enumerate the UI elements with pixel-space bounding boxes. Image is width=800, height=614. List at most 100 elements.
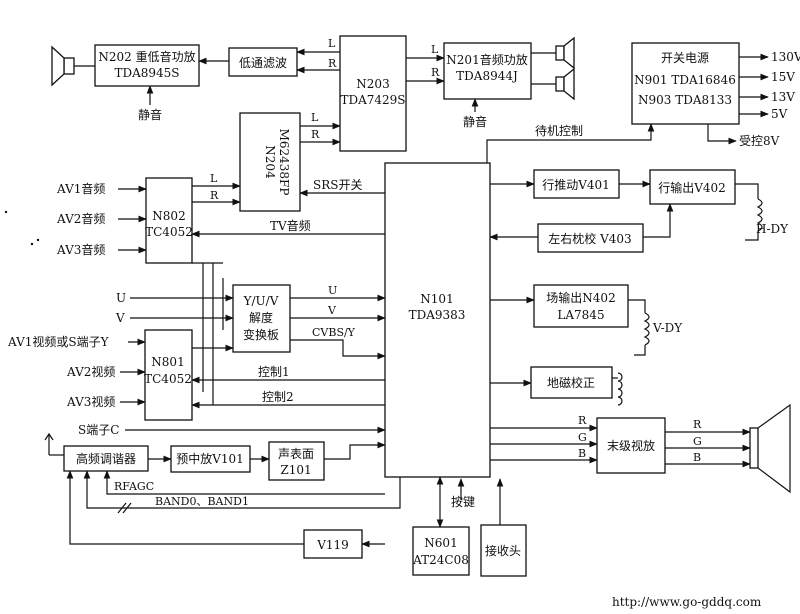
out-r-label: R (693, 418, 702, 431)
label-l1: L (328, 37, 336, 50)
label-r1: R (328, 57, 337, 70)
video-output-block: 末级视放 (596, 417, 666, 474)
av1-video-label: AV1视频或S端子Y (7, 334, 110, 349)
crt-icon (749, 403, 791, 494)
srs-switch-label: SRS开关 (313, 178, 362, 192)
pincushion-block: 左右枕校 V403 (537, 223, 644, 253)
h-drive-block: 行推动V401 (533, 169, 620, 199)
mute-label-1: 静音 (138, 107, 162, 122)
v-output-chip: LA7845 (557, 308, 604, 322)
n203-name: N203 (356, 77, 389, 91)
right-speaker-icon (555, 67, 575, 101)
yuv-name: Y/U/V (243, 294, 279, 308)
psu-chip2: N903 TDA8133 (638, 93, 732, 107)
n101-name: N101 (420, 292, 453, 306)
mute-label-2: 静音 (463, 114, 487, 129)
saw-filter-block: 声表面 Z101 (268, 441, 325, 481)
label-l3: L (311, 111, 319, 124)
standby-control-label: 待机控制 (535, 124, 583, 138)
v-bus-label: V (327, 304, 337, 317)
rgb-g-label: G (578, 431, 587, 444)
n203-chip: TDA7429S (340, 93, 405, 107)
left-speaker-icon (555, 36, 575, 70)
av3-audio-label: AV3音频 (56, 242, 105, 257)
wires (66, 48, 769, 548)
standby-8v-label: 受控8V (739, 134, 780, 148)
signal-labels: L R L R L R L R 静音 静音 130V 15V 13V 5V 受控… (7, 37, 800, 609)
rfagc-label: RFAGC (114, 480, 154, 493)
n801-chip: TC4052 (144, 372, 192, 386)
geomag-name: 地磁校正 (547, 375, 595, 390)
n202-name: N202 重低音功放 (98, 49, 195, 64)
label-l4: L (210, 172, 218, 185)
video-output-name: 末级视放 (607, 438, 655, 453)
low-pass-filter-block: 低通滤波 (228, 47, 298, 77)
n202-chip: TDA8945S (114, 66, 179, 80)
h-output-name: 行输出V402 (658, 180, 726, 195)
source-url: http://www.go-gddq.com (612, 595, 762, 609)
out-g-label: G (693, 435, 702, 448)
n201-name: N201音频功放 (446, 52, 527, 67)
if-preamp-block: 预中放V101 (170, 445, 251, 473)
n801-video-switch-block: N801 TC4052 (144, 329, 193, 421)
yuv-name-3: 变换板 (243, 327, 279, 342)
av1-audio-label: AV1音频 (56, 181, 105, 196)
s-c-label: S端子C (78, 423, 119, 437)
psu-chip1: N901 TDA16846 (634, 73, 736, 87)
v15-label: 15V (771, 70, 795, 84)
n203-block: N203 TDA7429S (339, 35, 407, 152)
v-output-block: 场输出N402 LA7845 (533, 284, 629, 328)
n202-subwoofer-amp-block: N202 重低音功放 TDA8945S (94, 44, 200, 87)
receiver-name: 接收头 (485, 543, 521, 558)
control-1-label: 控制1 (258, 365, 290, 379)
out-b-label: B (693, 451, 701, 464)
n204-name: N204 (263, 145, 277, 179)
geomag-block: 地磁校正 (530, 366, 613, 399)
subwoofer-speaker-icon (51, 45, 75, 87)
control-2-label: 控制2 (262, 390, 294, 404)
band-label: BAND0、BAND1 (155, 495, 249, 508)
v130-label: 130V (771, 50, 800, 64)
av2-audio-label: AV2音频 (56, 211, 105, 226)
h-dy-coil-icon (745, 198, 763, 241)
if-preamp-name: 预中放V101 (176, 451, 244, 466)
h-output-block: 行输出V402 (649, 169, 736, 205)
av3-video-label: AV3视频 (66, 394, 115, 409)
n802-name: N802 (152, 209, 185, 223)
psu-name: 开关电源 (661, 51, 709, 65)
h-drive-name: 行推动V401 (542, 178, 610, 192)
h-dy-label: H-DY (756, 222, 789, 236)
v119-block: V119 (303, 529, 363, 559)
u-bus-label: U (328, 284, 337, 297)
tv-audio-label: TV音频 (270, 218, 311, 233)
ir-receiver-block: 接收头 (480, 524, 527, 577)
rgb-r-label: R (578, 414, 587, 427)
u-input-label: U (116, 291, 126, 305)
pincushion-name: 左右枕校 V403 (548, 231, 631, 246)
n601-name: N601 (424, 536, 457, 550)
n601-chip: AT24C08 (412, 553, 469, 567)
av2-video-label: AV2视频 (66, 364, 115, 379)
lpf-name: 低通滤波 (239, 56, 287, 70)
n204-chip: M62438FP (277, 129, 291, 196)
yuv-name-2: 解度 (249, 310, 273, 325)
n802-chip: TC4052 (145, 225, 193, 239)
geomag-coil-icon (617, 372, 623, 406)
tuner-block: 高频调谐器 (63, 445, 149, 472)
v-dy-label: V-DY (652, 321, 683, 335)
av3-dots (4, 210, 40, 246)
rgb-b-label: B (578, 447, 586, 460)
v-input-label: V (115, 311, 125, 325)
keys-label: 按键 (451, 495, 475, 509)
n801-name: N801 (151, 355, 184, 369)
v-dy-coil-icon (634, 312, 650, 356)
label-r4: R (210, 189, 219, 202)
v-output-name: 场输出N402 (546, 290, 615, 305)
tuner-name: 高频调谐器 (76, 451, 136, 466)
v5-label: 5V (771, 107, 788, 121)
v119-name: V119 (316, 538, 349, 552)
n101-chip: TDA9383 (409, 308, 466, 322)
label-l2: L (431, 43, 439, 56)
